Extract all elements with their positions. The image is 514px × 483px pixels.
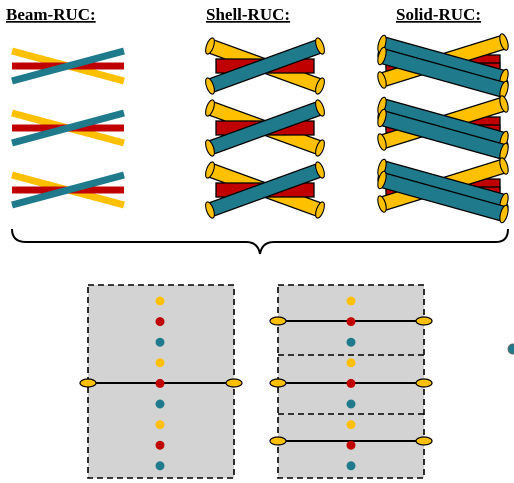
shell-ruc-unit	[205, 99, 325, 157]
yellow-shell-end-cap-a	[205, 99, 215, 117]
teal-shell-end-cap-b	[315, 99, 325, 117]
teal-shell-end-cap-a	[205, 77, 215, 95]
teal-shell	[205, 37, 325, 95]
yellow-shell-end-cap-a	[205, 37, 215, 55]
shell-ruc-title: Shell-RUC:	[206, 5, 290, 24]
beam-node-right	[415, 316, 433, 326]
yellow-point	[346, 420, 356, 430]
beam-node-right	[415, 436, 433, 446]
teal-shell	[205, 99, 325, 157]
teal-solid-b	[377, 170, 509, 224]
teal-solid-b-end-cap-a	[377, 46, 387, 66]
solid-ruc-group	[377, 33, 509, 224]
teal-shell-end-cap-a	[205, 201, 215, 219]
teal-shell-end-cap-b	[315, 161, 325, 179]
solid-ruc-unit	[377, 33, 509, 100]
yellow-shell-end-cap-b	[315, 201, 325, 219]
yellow-point	[155, 420, 165, 430]
yellow-solid-front-end-cap-b	[499, 33, 509, 51]
grouping-brace	[11, 228, 509, 255]
teal-point	[155, 337, 165, 347]
yellow-shell-end-cap-b	[315, 77, 325, 95]
yellow-point	[346, 358, 356, 368]
teal-solid-b-end-cap-b	[499, 204, 509, 224]
yellow-point	[155, 358, 165, 368]
teal-shell-end-cap-b	[315, 37, 325, 55]
beam-node-left	[269, 436, 287, 446]
beam-node-right	[415, 378, 433, 388]
teal-shell-end-cap-a	[205, 139, 215, 157]
beam-node-left	[79, 378, 97, 388]
shell-ruc-unit	[205, 161, 325, 219]
yellow-solid-front-end-cap-b	[499, 157, 509, 175]
yellow-shell-end-cap-b	[315, 139, 325, 157]
teal-point	[346, 399, 356, 409]
solid-ruc-unit	[377, 157, 509, 224]
teal-solid-b-end-cap-a	[377, 108, 387, 128]
red-point	[346, 378, 356, 388]
shell-ruc-group	[205, 37, 325, 219]
teal-point	[346, 337, 356, 347]
teal-beam	[11, 109, 125, 147]
edge-icon	[507, 343, 514, 355]
teal-beam	[11, 47, 125, 85]
yellow-solid-front-end-cap-a	[377, 133, 387, 151]
left-unit-cell	[79, 284, 243, 479]
yellow-point	[346, 296, 356, 306]
teal-point	[155, 461, 165, 471]
solid-ruc-unit	[377, 95, 509, 162]
red-point	[155, 378, 165, 388]
teal-solid-b	[377, 46, 509, 100]
shell-ruc-unit	[205, 37, 325, 95]
yellow-solid-front-end-cap-b	[499, 95, 509, 113]
beam-node-right	[225, 378, 243, 388]
right-unit-cell	[269, 284, 433, 479]
beam-ruc-unit	[11, 171, 125, 209]
yellow-point	[155, 296, 165, 306]
beam-ruc-unit	[11, 109, 125, 147]
red-point	[346, 317, 356, 327]
red-point	[155, 440, 165, 450]
yellow-shell-end-cap-a	[205, 161, 215, 179]
solid-ruc-title: Solid-RUC:	[396, 5, 481, 24]
beam-node-left	[269, 316, 287, 326]
teal-point	[155, 399, 165, 409]
yellow-solid-front-end-cap-a	[377, 71, 387, 89]
teal-shell	[205, 161, 325, 219]
beam-node-left	[269, 378, 287, 388]
teal-point	[346, 461, 356, 471]
beam-ruc-title: Beam-RUC:	[6, 5, 96, 24]
beam-ruc-unit	[11, 47, 125, 85]
red-point	[155, 317, 165, 327]
yellow-solid-front-end-cap-a	[377, 195, 387, 213]
red-point	[346, 440, 356, 450]
teal-solid-b-end-cap-a	[377, 170, 387, 190]
teal-beam	[11, 171, 125, 209]
beam-ruc-group	[11, 47, 125, 209]
